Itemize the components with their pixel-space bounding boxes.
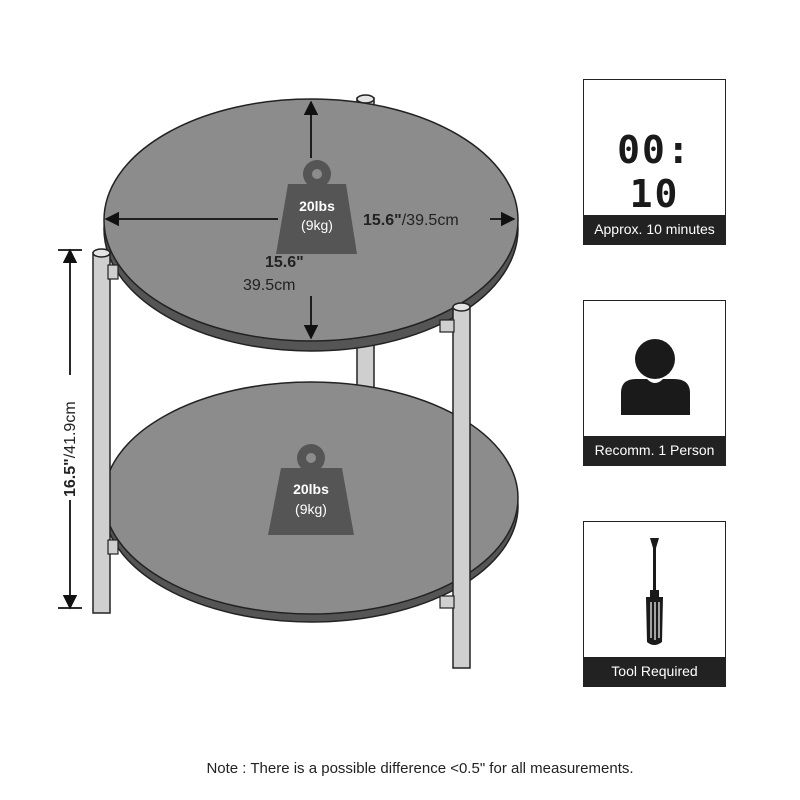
- timer-display: 00: 10: [617, 128, 692, 216]
- left-leg: [92, 248, 119, 614]
- height-inches: 16.5": [62, 458, 79, 497]
- bottom-weight-kg: (9kg): [295, 501, 327, 517]
- people-card: Recomm. 1 Person: [583, 300, 726, 466]
- right-leg: [439, 302, 471, 669]
- height-cm: /41.9cm: [62, 401, 79, 458]
- width-inches: 15.6": [363, 212, 402, 229]
- height-label: 16.5"/41.9cm: [62, 401, 79, 497]
- top-weight-lbs: 20lbs: [299, 198, 335, 214]
- width-label: 15.6"/39.5cm: [363, 212, 459, 229]
- width-cm: /39.5cm: [402, 212, 459, 229]
- tool-card: Tool Required: [583, 521, 726, 687]
- depth-cm: 39.5cm: [243, 277, 295, 294]
- assembly-time-caption: Approx. 10 minutes: [584, 215, 725, 244]
- people-caption: Recomm. 1 Person: [584, 436, 725, 465]
- top-weight-kg: (9kg): [301, 217, 333, 233]
- weight-icon-bottom: [268, 444, 354, 535]
- bottom-weight-lbs: 20lbs: [293, 481, 329, 497]
- measurement-note: Note : There is a possible difference <0…: [206, 760, 634, 777]
- screwdriver-icon: [584, 522, 725, 658]
- weight-icon-top: [276, 160, 357, 254]
- assembly-time-card: 00: 10 Approx. 10 minutes: [583, 79, 726, 245]
- timer-icon: 00: 10: [584, 80, 725, 216]
- tool-caption: Tool Required: [584, 657, 725, 686]
- person-icon: [584, 301, 725, 437]
- depth-inches: 15.6": [265, 254, 304, 271]
